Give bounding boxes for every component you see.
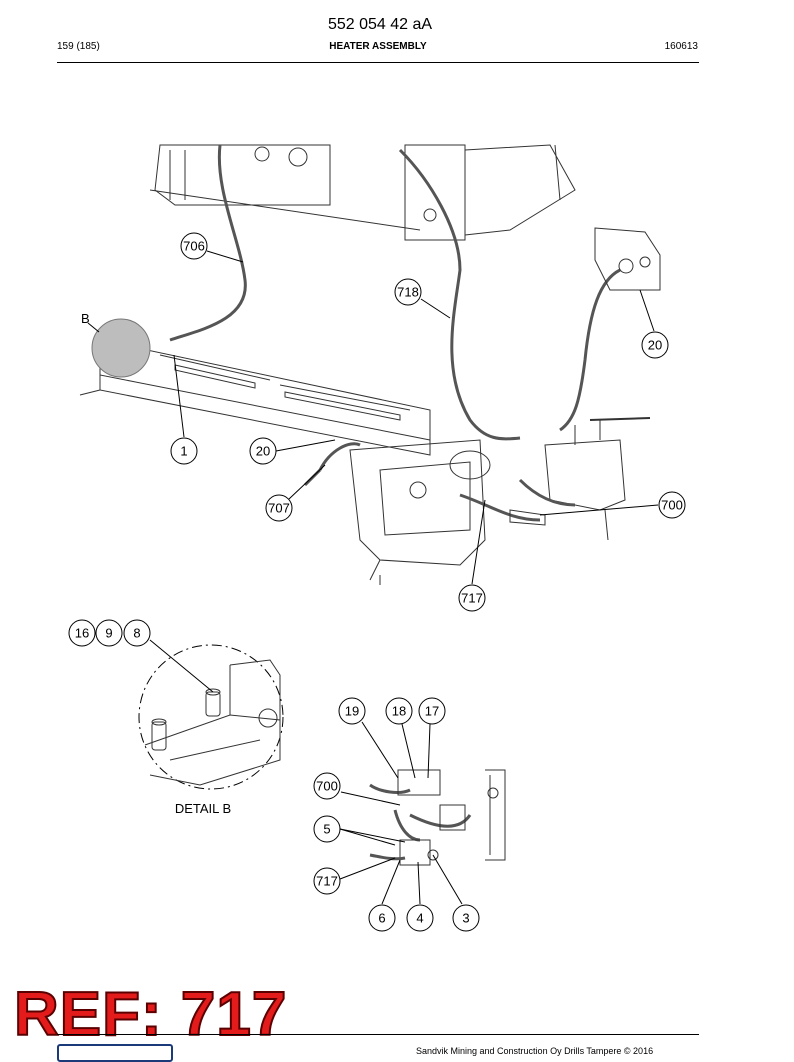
detail-b-caption: DETAIL B [175,801,231,816]
callout-16: 16 [68,619,96,647]
detail-b-label: B [81,311,90,326]
page-number: 159 (185) [57,41,100,52]
svg-text:717: 717 [461,591,483,606]
svg-text:17: 17 [425,704,439,719]
section-title: HEATER ASSEMBLY [329,41,427,52]
callout-700-top: 700 [658,491,686,519]
svg-text:4: 4 [416,911,423,926]
detail-b-highlight [91,318,151,378]
svg-text:717: 717 [316,874,338,889]
callout-717-bottom: 717 [313,867,341,895]
svg-text:16: 16 [75,626,89,641]
callout-20-right: 20 [641,331,669,359]
svg-text:9: 9 [105,626,112,641]
callout-706: 706 [180,232,208,260]
detail-b-view [138,644,284,790]
callout-1: 1 [170,437,198,465]
callout-718: 718 [394,278,422,306]
callout-707: 707 [265,494,293,522]
callout-717-top: 717 [458,584,486,612]
callout-3: 3 [452,904,480,932]
svg-text:706: 706 [183,239,205,254]
svg-text:700: 700 [316,779,338,794]
svg-text:20: 20 [648,338,662,353]
date-code: 160613 [664,41,698,52]
svg-text:1: 1 [180,444,187,459]
svg-text:8: 8 [133,626,140,641]
footer-rule [57,1034,699,1035]
reference-stamp: REF: 717 [13,980,288,1049]
svg-text:5: 5 [323,822,330,837]
svg-text:19: 19 [345,704,359,719]
svg-text:700: 700 [661,498,683,513]
callout-4: 4 [406,904,434,932]
callout-5: 5 [313,815,341,843]
sandvik-logo [57,1044,173,1062]
copyright-text: Sandvik Mining and Construction Oy Drill… [416,1046,654,1056]
svg-text:18: 18 [392,704,406,719]
header-rule [57,62,699,63]
callout-19: 19 [338,697,366,725]
callout-8: 8 [123,619,151,647]
callout-20-left: 20 [249,437,277,465]
svg-text:6: 6 [378,911,385,926]
svg-text:20: 20 [256,444,270,459]
svg-text:718: 718 [397,285,419,300]
callout-17: 17 [418,697,446,725]
svg-text:707: 707 [268,501,290,516]
callout-6: 6 [368,904,396,932]
callout-700-bottom: 700 [313,772,341,800]
heater-assembly-illustration [79,144,661,585]
svg-text:3: 3 [462,911,469,926]
document-number: 552 054 42 aA [327,16,433,33]
leader-lines [149,250,659,905]
valve-assembly-detail [369,769,506,866]
callout-9: 9 [95,619,123,647]
callout-18: 18 [385,697,413,725]
